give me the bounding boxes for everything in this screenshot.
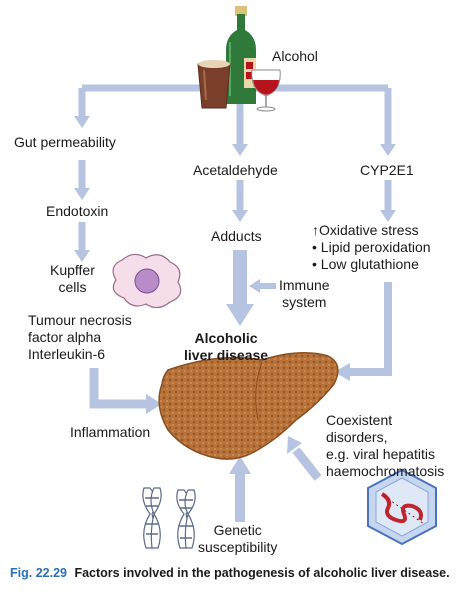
- coexistent-label-line1: Coexistent: [326, 412, 393, 428]
- kupffer-label-line1: Kupffer: [50, 262, 95, 278]
- arrow-coexistent-to-liver: [292, 447, 322, 481]
- wine-bottle-icon: [226, 6, 256, 104]
- arrow-oxidative-to-liver: [348, 282, 392, 376]
- adducts-label: Adducts: [211, 228, 262, 244]
- tnf-label-line2: factor alpha: [28, 329, 102, 345]
- coexistent-label-line3: e.g. viral hepatitis: [326, 446, 435, 462]
- kupffer-cell-icon: [112, 253, 182, 309]
- genetic-label-line2: susceptibility: [198, 539, 278, 555]
- figure-caption: Fig. 22.29 Factors involved in the patho…: [10, 565, 466, 581]
- coexistent-label-line2: disorders,: [326, 429, 388, 445]
- arrowhead-cyp2e1: [380, 144, 396, 156]
- figure-number: Fig. 22.29: [10, 566, 67, 580]
- diagram-canvas: [74, 6, 437, 549]
- inflammation-label: Inflammation: [70, 424, 151, 440]
- cyp2e1-label: CYP2E1: [360, 162, 414, 178]
- arrowhead-oxidative-liver: [334, 363, 350, 381]
- lipid-peroxidation-label: • Lipid peroxidation: [312, 239, 431, 255]
- immune-label-line1: Immune: [279, 277, 330, 293]
- oxidative-stress-block: ↑Oxidative stress • Lipid peroxidation •…: [312, 222, 431, 273]
- coexistent-label-line4: haemochromatosis: [326, 463, 445, 479]
- immune-system-block: Immune system: [279, 277, 330, 311]
- arrows: [74, 84, 396, 522]
- tnf-label-line1: Tumour necrosis: [28, 312, 132, 328]
- low-glutathione-label: • Low glutathione: [312, 256, 419, 272]
- arrowhead-kupffer: [74, 250, 90, 262]
- arrowhead-acetaldehyde: [232, 144, 248, 156]
- arrowhead-oxidative-stress: [380, 210, 396, 222]
- arrowhead-gut-permeability: [74, 116, 90, 128]
- arrowhead-immune: [249, 279, 260, 293]
- gut-permeability-label: Gut permeability: [14, 134, 116, 150]
- acetaldehyde-label: Acetaldehyde: [193, 162, 278, 178]
- genetic-susceptibility-block: Genetic susceptibility: [198, 522, 277, 556]
- interleukin-6-label: Interleukin-6: [28, 346, 106, 362]
- immune-label-line2: system: [282, 294, 327, 310]
- arrowhead-inflammation: [146, 394, 162, 414]
- virus-hexagon-icon: [367, 468, 437, 546]
- genetic-label-line1: Genetic: [213, 522, 262, 538]
- alcoholic-liver-disease-block: Alcoholic liver disease: [184, 330, 268, 364]
- ald-label-line1: Alcoholic: [194, 330, 258, 346]
- kupffer-cells-block: Kupffer cells: [50, 262, 95, 296]
- arrowhead-endotoxin: [74, 188, 90, 200]
- cytokines-block: Tumour necrosis factor alpha Interleukin…: [28, 312, 132, 363]
- figure-caption-text: Factors involved in the pathogenesis of …: [74, 566, 450, 580]
- chromosome-icon: [142, 487, 196, 549]
- beer-glass-icon: [197, 60, 231, 109]
- arrowhead-adducts-ald: [226, 304, 254, 326]
- endotoxin-label: Endotoxin: [46, 203, 109, 219]
- liver-illustration: [158, 352, 339, 460]
- alcohol-label: Alcohol: [272, 48, 318, 64]
- arrowhead-genetic: [229, 456, 251, 474]
- alcohol-drinks-illustration: [197, 6, 281, 112]
- wine-glass-icon: [251, 69, 281, 112]
- ald-label-line2: liver disease: [184, 347, 269, 363]
- coexistent-disorders-block: Coexistent disorders, e.g. viral hepatit…: [326, 412, 444, 480]
- oxidative-stress-label: ↑Oxidative stress: [312, 222, 419, 238]
- arrow-inflammation-to-liver: [89, 368, 148, 409]
- kupffer-label-line2: cells: [58, 279, 87, 295]
- arrowhead-adducts: [232, 210, 248, 222]
- arrowhead-coexistent: [287, 436, 302, 454]
